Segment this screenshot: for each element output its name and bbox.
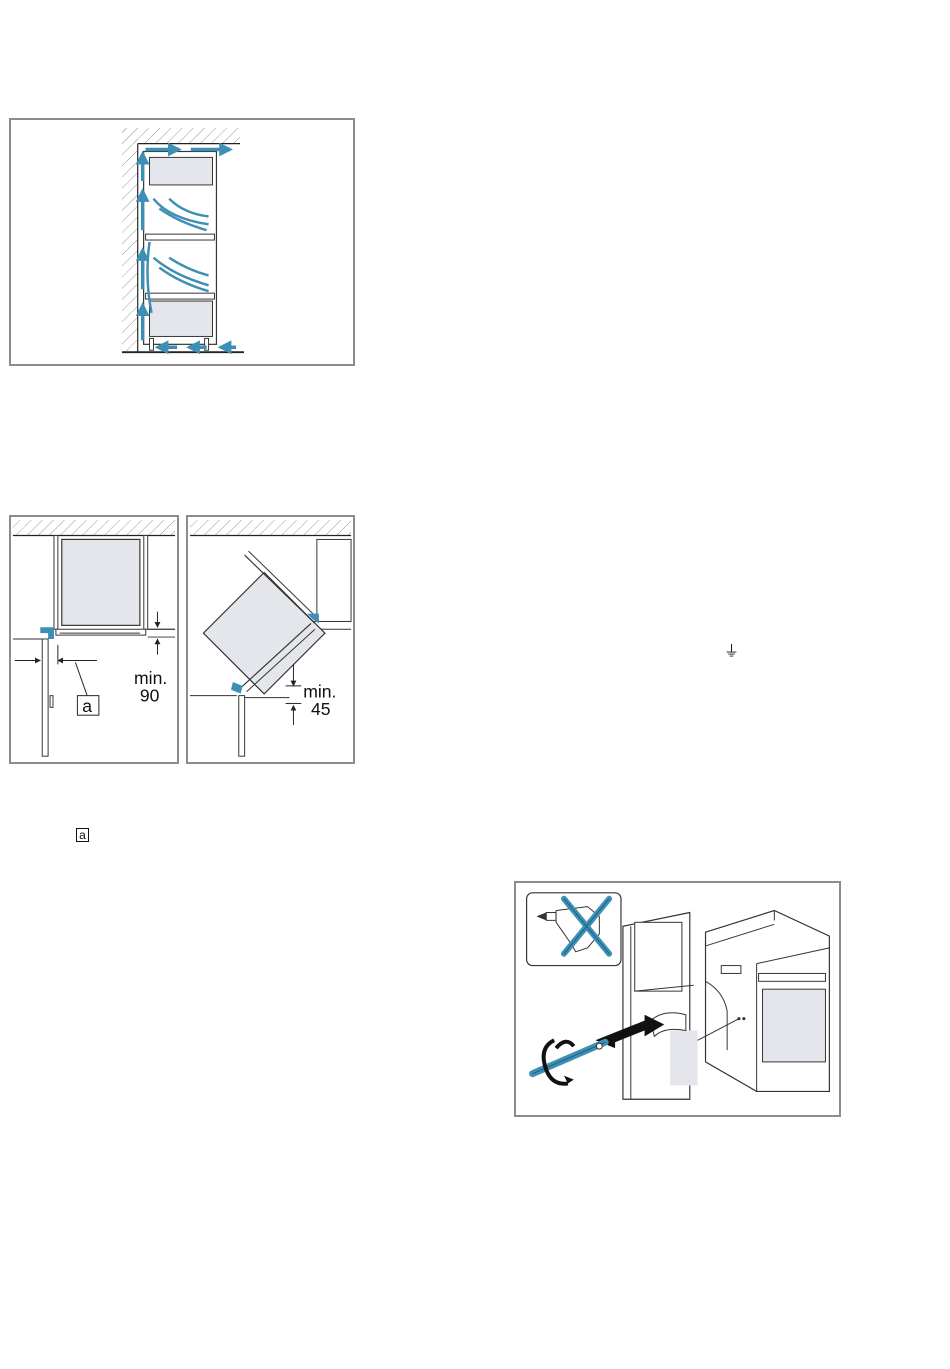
- label-min-90-line2: 90: [140, 686, 160, 706]
- wall-hatch: [122, 128, 138, 352]
- label-a: a: [82, 696, 92, 716]
- airflow-diagram: [11, 120, 353, 364]
- lower-appliance: [150, 301, 213, 336]
- boxed-a-symbol: a: [76, 828, 89, 842]
- ceiling-hatch: [13, 520, 175, 536]
- clearance-diagram-angled: min. 45: [188, 517, 353, 762]
- clearance-diagram-straight: a min. 90: [11, 517, 177, 762]
- upper-appliance: [150, 157, 213, 185]
- appliance-body: [62, 539, 140, 625]
- oven-mounting-diagram: [516, 883, 839, 1115]
- ground-symbol-icon: ⏚: [724, 644, 739, 659]
- airflow-diagram-frame: [9, 118, 355, 366]
- label-min-45-line2: 45: [311, 699, 331, 719]
- clearance-diagram-straight-frame: a min. 90: [9, 515, 179, 764]
- oven-mounting-diagram-frame: [514, 881, 841, 1117]
- ceiling-hatch: [190, 520, 351, 536]
- ceiling-hatch: [122, 128, 240, 144]
- clearance-diagram-angled-frame: min. 45: [186, 515, 355, 764]
